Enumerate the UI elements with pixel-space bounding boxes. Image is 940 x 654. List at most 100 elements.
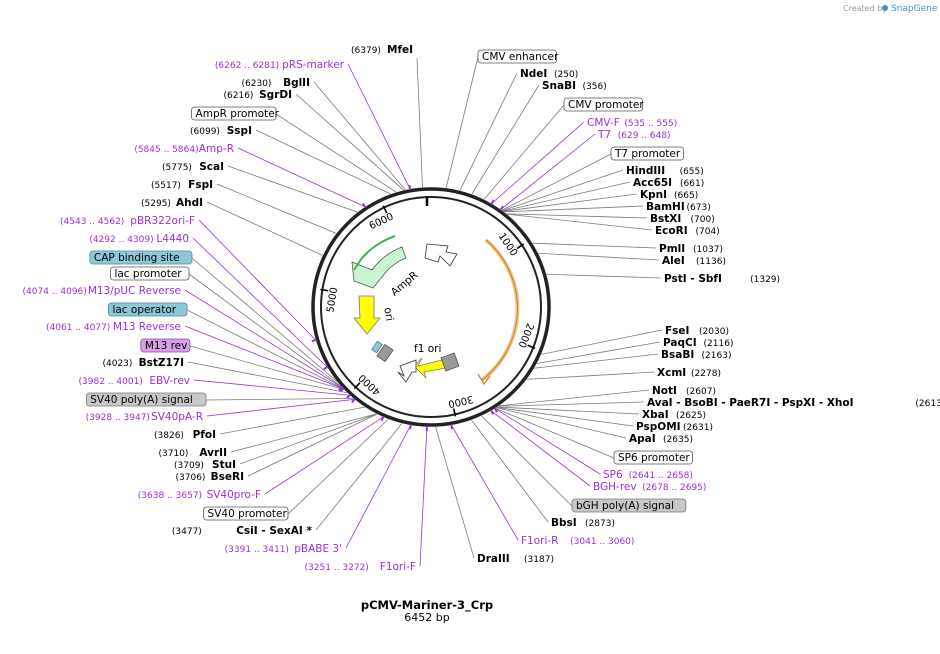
feature-box: [85, 392, 207, 407]
cmv-promoter-arrow: [424, 243, 458, 267]
label-name: T7: [597, 129, 611, 141]
primer-site-mark: [338, 385, 344, 391]
tick-mark: [353, 382, 361, 390]
feature-name: SP6 promoter: [618, 452, 690, 464]
primer-site-mark: [351, 397, 356, 404]
label-coord: (250): [554, 70, 578, 80]
primer-site-mark: [361, 202, 367, 209]
site-label-pspomi: PspOMI(2631): [636, 421, 713, 433]
tick-label: 4000: [357, 372, 383, 397]
f1-ori-arrow: [413, 357, 447, 379]
label-coord: (3710): [159, 449, 189, 459]
feature-box: [108, 302, 188, 317]
feature-name: T7 promoter: [614, 148, 681, 160]
feature-name: lac operator: [112, 304, 176, 316]
site-label-pfoi: PfoI(3826): [154, 429, 216, 441]
site-label-bstz17i: BstZ17I (4023): [102, 357, 184, 369]
backbone-outer-ring: [311, 187, 551, 427]
feature-label-cmv: CMV promoter: [563, 97, 644, 112]
label-name: L4440: [156, 233, 189, 245]
label-name: BsaBI: [661, 349, 694, 361]
label-name: M13/pUC Reverse: [88, 285, 181, 297]
lac-block: [371, 340, 383, 354]
snapgene-brand: SnapGene: [891, 4, 938, 14]
label-name: EBV-rev: [149, 375, 190, 387]
label-coord: (1136): [696, 257, 726, 267]
site-label-csii: CsiI - SexAI * (3477): [172, 525, 313, 537]
label-name: XcmI: [657, 367, 686, 379]
tick-mark: [382, 205, 388, 214]
site-label-pmli: PmlI(1037): [659, 243, 723, 255]
site-label-bstxi: BstXI(700): [650, 213, 715, 225]
site-label-avai: AvaI - BsoBI - PaeR7I - PspXI - XhoI(261…: [647, 397, 940, 409]
site-label-xcmi: XcmI(2278): [657, 367, 721, 379]
label-name: BbsI: [551, 517, 577, 529]
label-name: CsiI - SexAI *: [236, 525, 312, 537]
label-coord: (2678 .. 2695): [642, 483, 706, 493]
label-coord: (2641 .. 2658): [629, 471, 693, 481]
sv40-polya-block: [376, 343, 394, 363]
primer-label-t7: T7(629 .. 648): [597, 129, 671, 141]
label-name: BstZ17I: [139, 357, 184, 369]
label-name: SP6: [603, 469, 623, 481]
feature-box: [140, 338, 191, 353]
label-name: SgrDI: [259, 89, 292, 101]
feature-name: AmpR promoter: [196, 108, 280, 120]
label-name: M13 Reverse: [113, 321, 181, 333]
label-name: PstI - SbfI: [664, 273, 722, 285]
primer-site-mark: [339, 387, 345, 393]
primer-label-f1orif: F1ori-F(3251 .. 3272): [305, 561, 416, 573]
label-name: FspI: [188, 179, 213, 191]
site-label-noti: NotI(2607): [652, 385, 716, 397]
primer-site-mark: [493, 407, 498, 413]
label-name: CMV-F: [587, 117, 620, 129]
insert-arc: [480, 238, 520, 382]
label-coord: (4074 .. 4096): [23, 287, 87, 297]
label-coord: (4543 .. 4562): [60, 217, 124, 227]
primer-site-mark: [380, 415, 385, 422]
feature-label-cmv: CMV enhancer: [477, 49, 559, 64]
primer-label-bghrev: BGH-rev(2678 .. 2695): [593, 481, 706, 493]
label-name: SV40pro-F: [207, 489, 261, 501]
label-name: NotI: [652, 385, 677, 397]
ampr-label: AmpR: [389, 269, 421, 298]
label-name: pRS-marker: [282, 59, 345, 71]
site-label-avrii: AvrII(3710): [159, 447, 227, 459]
site-label-sgrdi: SgrDI(6216): [224, 89, 292, 101]
label-name: BseRI: [211, 471, 244, 483]
backbone-inner-ring: [320, 196, 542, 418]
label-coord: (3477): [172, 527, 202, 537]
feature-name: M13 rev: [145, 340, 188, 352]
site-label-paqci: PaqCI(2116): [663, 337, 733, 349]
label-name: HindIII: [626, 165, 665, 177]
label-coord: (4292 .. 4309): [89, 235, 153, 245]
primer-site-mark: [450, 424, 454, 430]
label-name: MfeI: [387, 44, 413, 56]
f1-ori-label: f1 ori: [414, 343, 441, 355]
label-name: pBR322ori-F: [130, 215, 195, 227]
inner-features: AmpR ori f1 ori: [351, 235, 520, 386]
site-label-apai: ApaI(2635): [629, 433, 693, 445]
feature-box: [203, 506, 289, 521]
site-label-xbai: XbaI(2625): [642, 409, 706, 421]
site-label-sspi: SspI(6099): [190, 125, 252, 137]
label-name: PfoI: [193, 429, 216, 441]
site-label-draiii: DraIII(3187): [477, 553, 554, 565]
label-name: PmlI: [659, 243, 685, 255]
feature-box: [610, 146, 685, 161]
primer-site-mark: [499, 205, 504, 211]
label-name: PspOMI: [636, 421, 681, 433]
label-name: BglII: [283, 77, 310, 89]
label-name: SnaBI: [542, 80, 576, 92]
feature-box: [477, 49, 557, 64]
label-coord: (4023): [102, 359, 132, 369]
site-label-stui: StuI(3709): [174, 459, 236, 471]
label-name: ScaI: [199, 161, 224, 173]
label-coord: (3709): [174, 461, 204, 471]
label-coord: (3706): [176, 473, 206, 483]
snapgene-logo-icon: [882, 5, 888, 11]
feature-box: [571, 498, 687, 513]
feature-label-bgh: bGH poly(A) signal: [571, 498, 687, 513]
ori-label: ori: [381, 306, 395, 322]
site-label-ndei: NdeI(250): [520, 68, 578, 80]
